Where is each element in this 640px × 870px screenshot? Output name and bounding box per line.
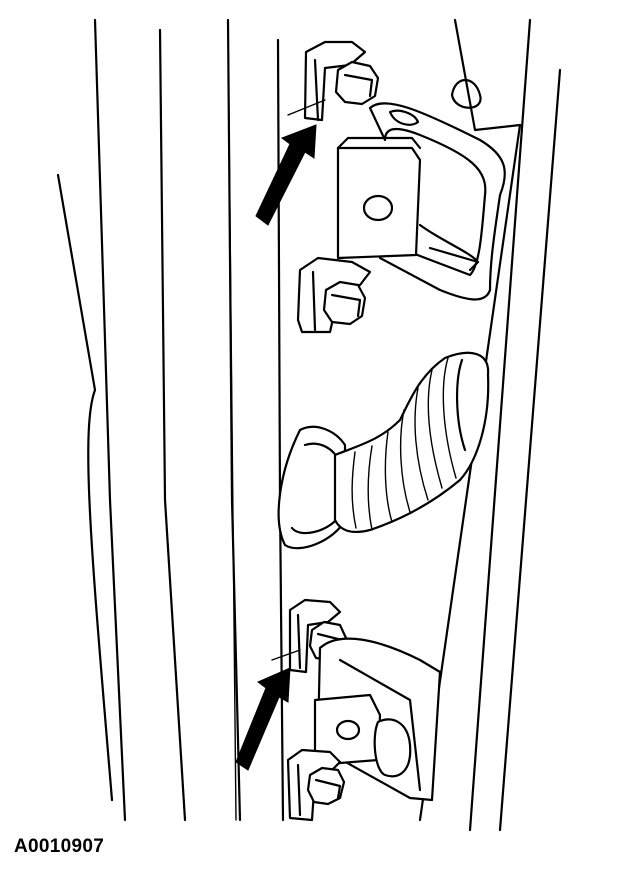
lower-callout-arrow xyxy=(235,667,291,771)
upper-callout-arrow xyxy=(255,124,317,226)
wiring-grommet xyxy=(277,351,490,550)
pillar-outline xyxy=(56,18,285,822)
lower-hinge xyxy=(286,598,442,822)
leader-lines xyxy=(271,99,326,661)
upper-hinge xyxy=(296,40,506,334)
figure-reference-code: A0010907 xyxy=(14,836,105,857)
